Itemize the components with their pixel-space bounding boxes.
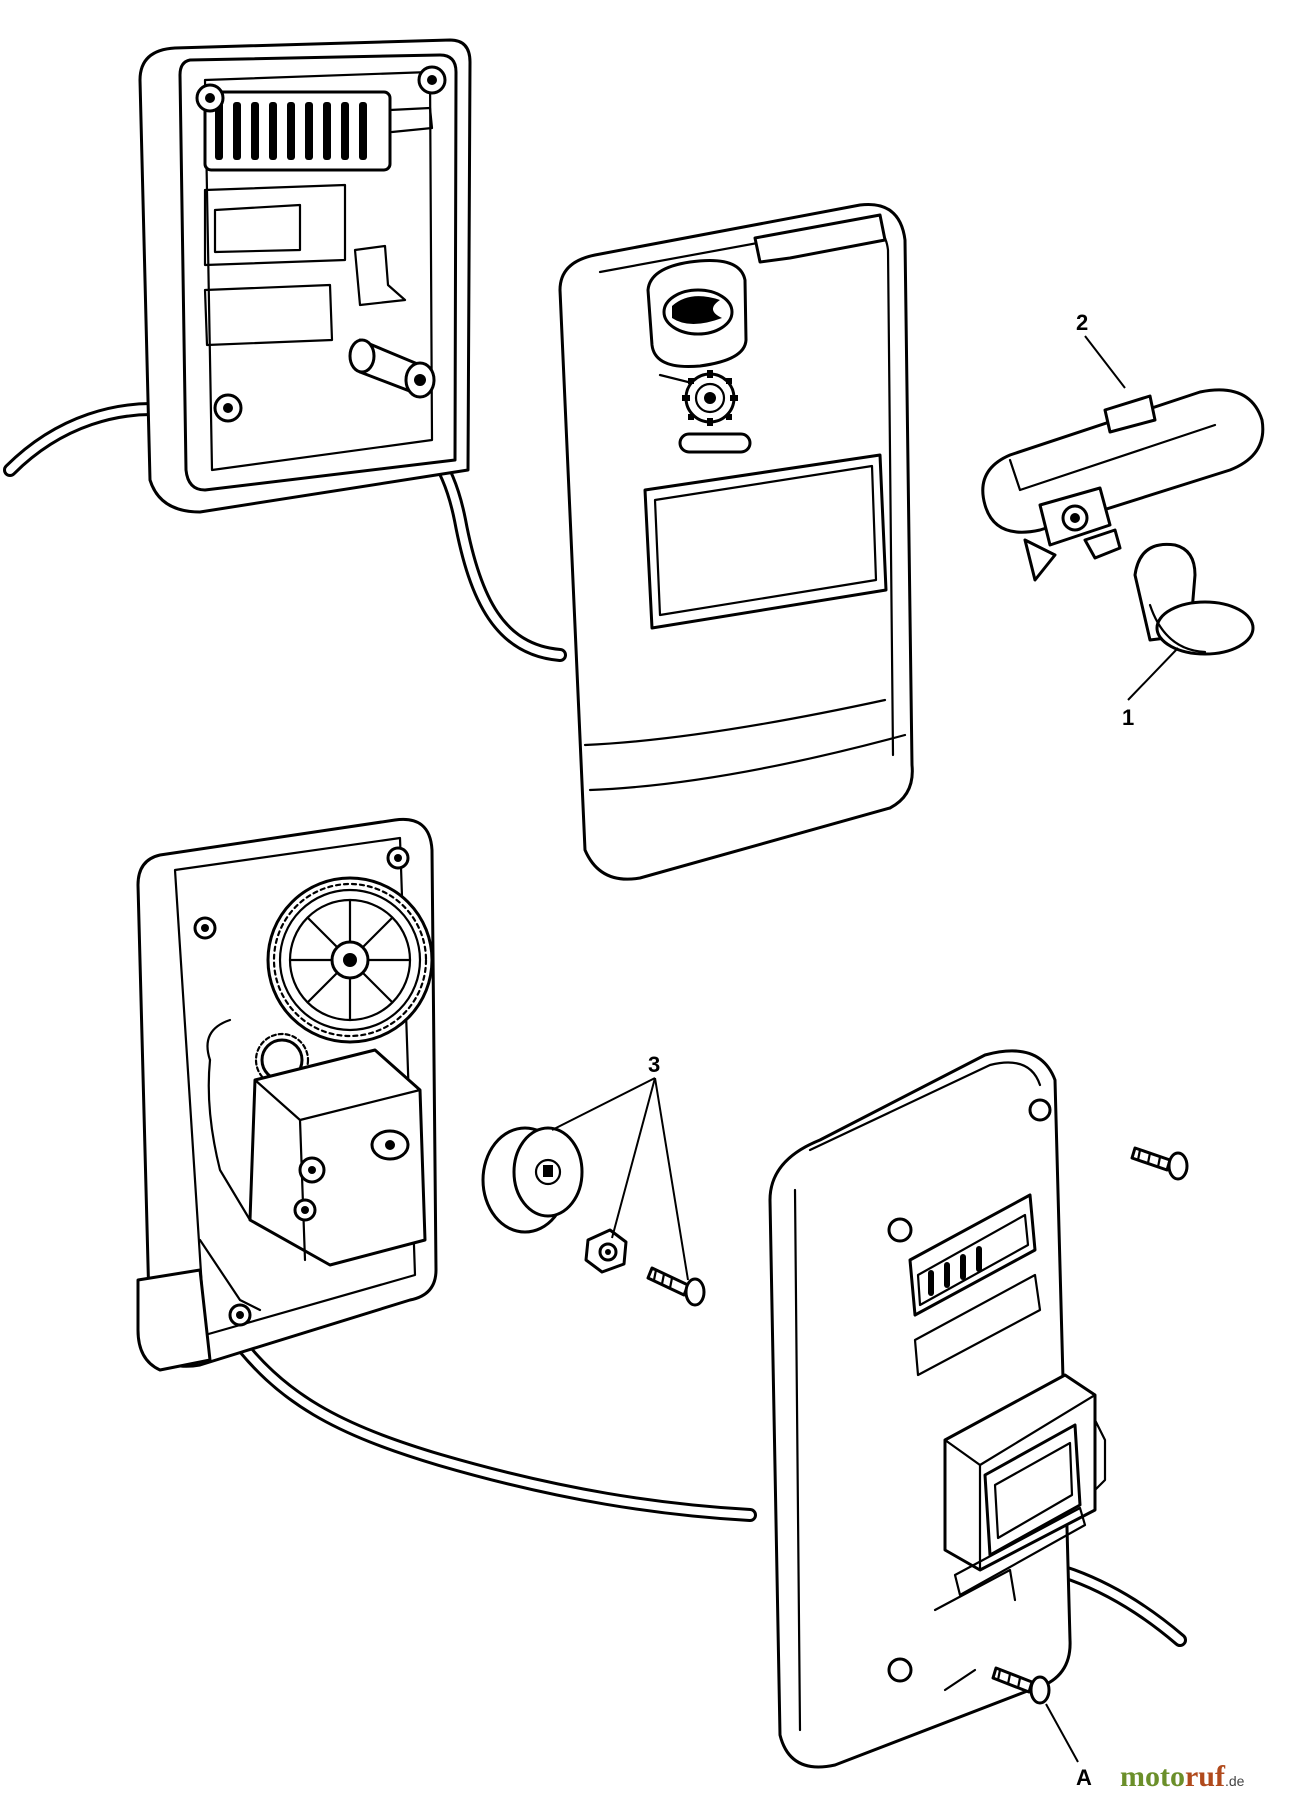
screw-point-a	[991, 1666, 1051, 1705]
watermark-suffix: .de	[1225, 1773, 1245, 1789]
drive-gear	[266, 876, 434, 1044]
watermark-brand-part1: moto	[1120, 1760, 1185, 1793]
front-panel	[768, 1049, 1107, 1769]
gear-housing	[136, 817, 438, 1372]
callout-part-3: 3	[648, 1052, 660, 1077]
cutter-gear	[658, 370, 738, 426]
screw-part-3	[646, 1266, 706, 1307]
nut-part-3	[584, 1228, 628, 1274]
watermark: motoruf.de	[1120, 1760, 1245, 1793]
vent-grille	[203, 90, 434, 172]
shaft-boss	[348, 338, 436, 399]
watermark-brand-part2: ruf	[1185, 1760, 1226, 1793]
svg-text:motoruf.de: motoruf.de	[1120, 1760, 1245, 1793]
rear-housing	[138, 38, 472, 514]
callout-part-2: 2	[1076, 310, 1088, 335]
feed-wheel-part-3	[481, 1126, 584, 1234]
callout-point-a: A	[1076, 1765, 1092, 1790]
callout-part-1: 1	[1122, 705, 1134, 730]
knob-part-1	[1133, 542, 1255, 656]
screw-upper-right	[1130, 1146, 1189, 1181]
motor	[198, 1018, 427, 1312]
keyhole-plate	[646, 258, 748, 369]
leader-lines	[551, 335, 1179, 1763]
switch-block	[943, 1373, 1107, 1597]
front-cover	[558, 202, 914, 881]
lever-part-2	[981, 388, 1265, 582]
